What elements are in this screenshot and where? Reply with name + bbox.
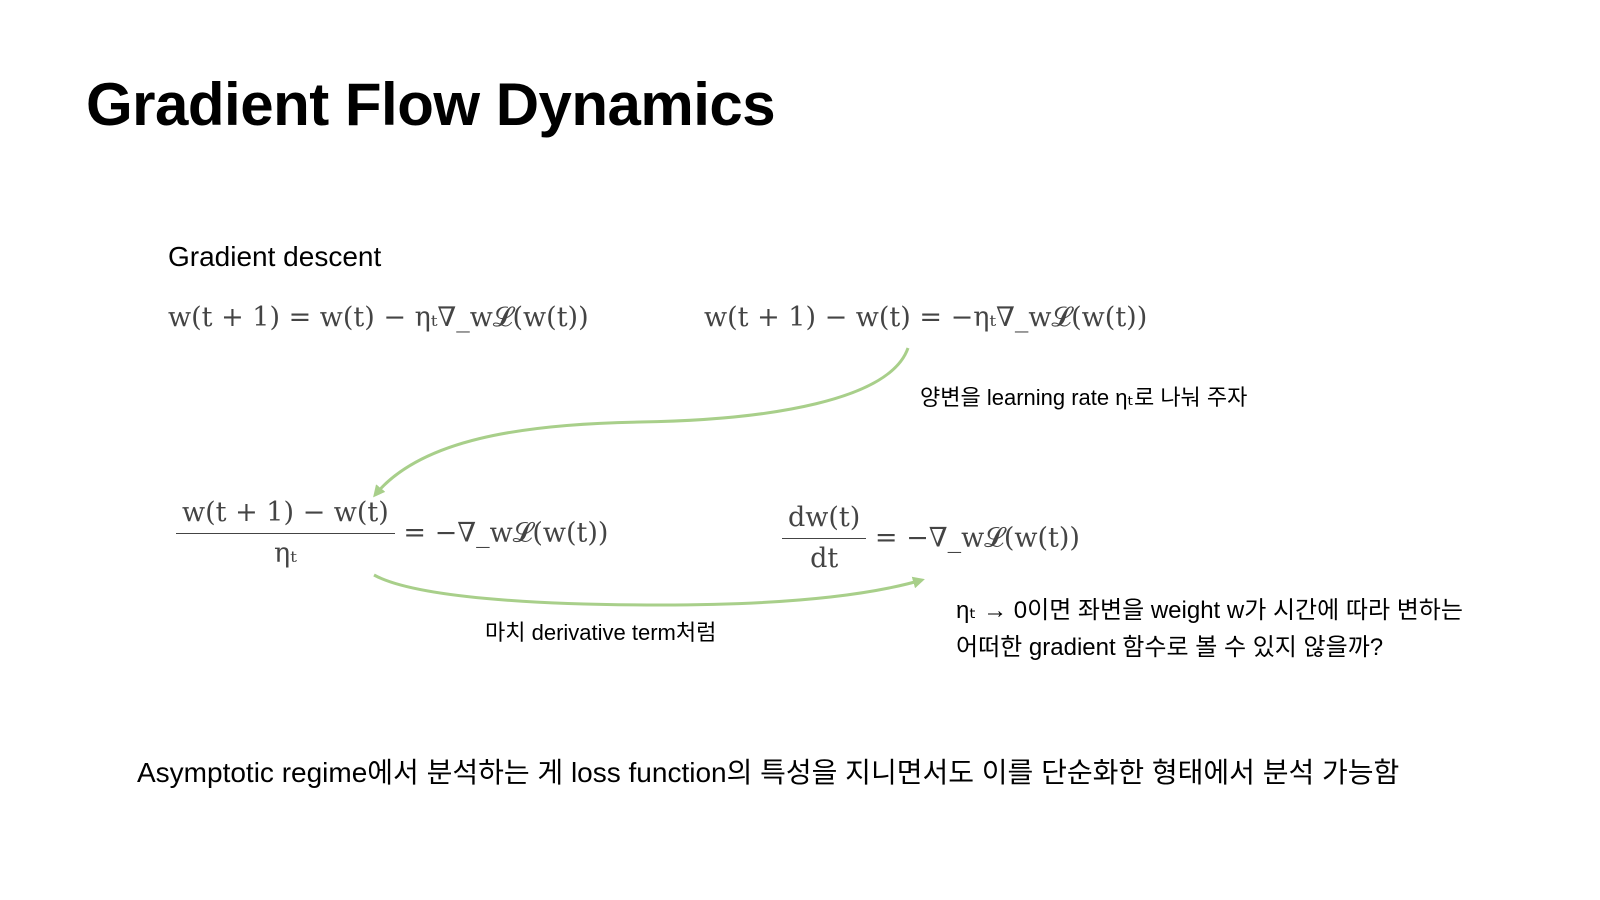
summary-text: Asymptotic regime에서 분석하는 게 loss function… [137, 757, 1400, 788]
section-subtitle: Gradient descent [168, 241, 382, 272]
limit-note-line-1: ηₜ → 0이면 좌변을 weight w가 시간에 따라 변하는 [956, 597, 1463, 624]
derivative-denominator: dt [810, 543, 839, 575]
arrow-to-difference-quotient [373, 347, 910, 498]
equation-difference-quotient: w(t + 1) − w(t) ηₜ = −∇_w𝓛(w(t)) [176, 497, 608, 571]
derivative-note: 마치 derivative term처럼 [485, 620, 717, 645]
limit-note-line-2: 어떠한 gradient 함수로 볼 수 있지 않을까? [956, 634, 1384, 662]
equation-gradient-descent: w(t + 1) = w(t) − ηₜ∇_w𝓛(w(t)) [168, 302, 589, 333]
equation-gradient-flow: dw(t) dt = −∇_w𝓛(w(t)) [782, 502, 1080, 576]
difference-quotient-fraction: w(t + 1) − w(t) ηₜ [176, 497, 395, 571]
fraction-numerator: w(t + 1) − w(t) [176, 497, 395, 535]
derivative-numerator: dw(t) [782, 502, 867, 540]
slide-title: Gradient Flow Dynamics [86, 71, 776, 138]
derivative-fraction: dw(t) dt [782, 502, 867, 576]
equation-rhs: = −∇_w𝓛(w(t)) [874, 522, 1080, 554]
fraction-denominator: ηₜ [273, 538, 297, 570]
equation-rearranged: w(t + 1) − w(t) = −ηₜ∇_w𝓛(w(t)) [704, 302, 1148, 333]
limit-note: ηₜ → 0이면 좌변을 weight w가 시간에 따라 변하는 어떠한 gr… [956, 592, 1463, 666]
divide-note: 양변을 learning rate ηₜ로 나눠 주자 [920, 385, 1248, 410]
equation-rhs: = −∇_w𝓛(w(t)) [403, 517, 609, 549]
arrow-to-derivative [373, 573, 925, 607]
